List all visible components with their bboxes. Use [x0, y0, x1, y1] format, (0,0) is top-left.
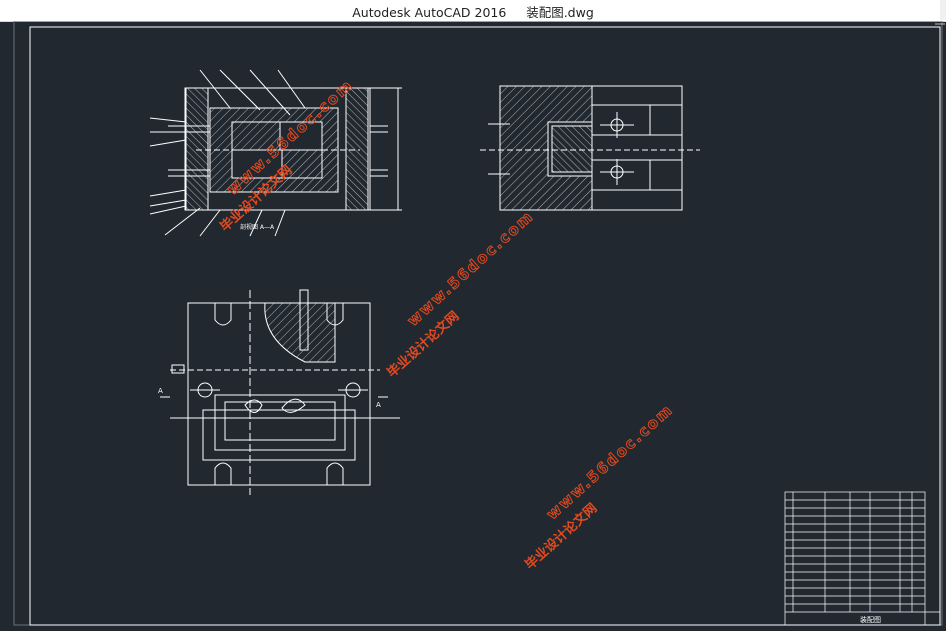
watermark-3: 毕业设计论文网 www.56doc.com: [522, 400, 677, 573]
plan-view: [160, 289, 400, 495]
cut-label-left: A: [158, 387, 163, 395]
window-title: Autodesk AutoCAD 2016 装配图.dwg: [0, 2, 946, 21]
title-block: [784, 491, 940, 626]
inner-frame-border: [29, 26, 941, 626]
titlebar-edge: [940, 0, 946, 20]
side-view: [480, 85, 700, 211]
section-outline: [184, 87, 371, 211]
section-label: 剖视图 A—A: [240, 223, 275, 231]
app-title: Autodesk AutoCAD 2016: [352, 5, 507, 20]
watermark-site: www.56doc.com: [543, 400, 677, 523]
window-titlebar: Autodesk AutoCAD 2016 装配图.dwg: [0, 0, 946, 22]
section-view-aa: [149, 69, 402, 237]
drawing-svg[interactable]: 剖视图 A—A A A: [0, 20, 946, 627]
cut-label-right: A: [376, 401, 381, 409]
title-block-name: 装配图: [860, 615, 881, 624]
watermark-site: www.56doc.com: [404, 207, 538, 330]
file-name: 装配图.dwg: [526, 5, 594, 20]
outer-sheet-border: [13, 20, 943, 626]
drawing-canvas[interactable]: 剖视图 A—A A A: [0, 20, 946, 627]
watermark-2: 毕业设计论文网 www.56doc.com: [384, 206, 538, 381]
